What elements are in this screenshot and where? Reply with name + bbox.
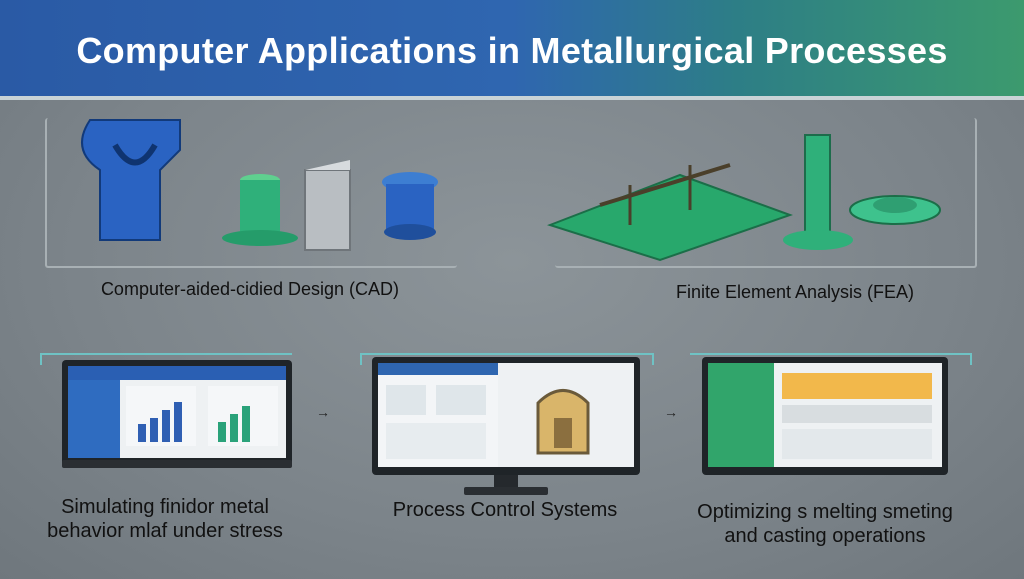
fea-plate-model	[849, 195, 941, 225]
monitor-melting	[702, 357, 948, 482]
arrow-2: →	[664, 404, 678, 420]
process-control-graphic	[378, 363, 590, 467]
monitor-process-control-label-line1: Process Control Systems	[392, 499, 618, 521]
monitor-bracket-2	[360, 353, 654, 365]
green-cylinder-model	[222, 174, 298, 246]
monitor-melting-label-line1: Optimizing s melting smeting	[697, 501, 953, 523]
monitor-melting-screen	[708, 363, 942, 467]
fea-frame	[555, 118, 977, 268]
monitor-simulation-label-line2: behavior mlaf under stress	[47, 520, 283, 542]
monitor-simulation	[62, 360, 292, 485]
monitor-simulation-label-line1: Simulating finidor metal	[61, 496, 269, 518]
title-banner: Computer Applications in Metallurgical P…	[0, 0, 1024, 100]
monitor-simulation-label: Simulating finidor metal behavior mlaf u…	[20, 495, 310, 543]
cad-illustration	[81, 119, 438, 251]
monitor-melting-label-line2: and casting operations	[724, 525, 926, 547]
fea-mesh-model	[546, 163, 793, 262]
monitor-simulation-screen	[68, 366, 286, 458]
grey-gear-model	[304, 160, 351, 251]
cad-label: Computer-aided-cidied Design (CAD)	[100, 279, 400, 299]
melting-dashboard-graphic	[708, 363, 942, 467]
page-title: Computer Applications in Metallurgical P…	[76, 30, 948, 71]
monitor-bracket-1	[40, 353, 292, 365]
monitor-process-control-label: Process Control Systems	[360, 498, 650, 522]
blue-bracket-model	[81, 119, 181, 241]
fea-illustration	[546, 134, 941, 262]
arrow-1: →	[316, 404, 330, 420]
monitor-process-control-screen	[378, 363, 634, 467]
monitor-process-control	[372, 357, 640, 497]
blue-pump-model	[382, 172, 438, 240]
fea-column-model	[783, 134, 853, 250]
fea-label: Finite Element Analysis (FEA)	[675, 282, 915, 302]
monitor-melting-label: Optimizing s melting smeting and casting…	[680, 500, 970, 548]
cad-frame	[45, 118, 457, 268]
monitor-bracket-3	[690, 353, 972, 365]
simulation-chart-graphic	[68, 366, 286, 458]
